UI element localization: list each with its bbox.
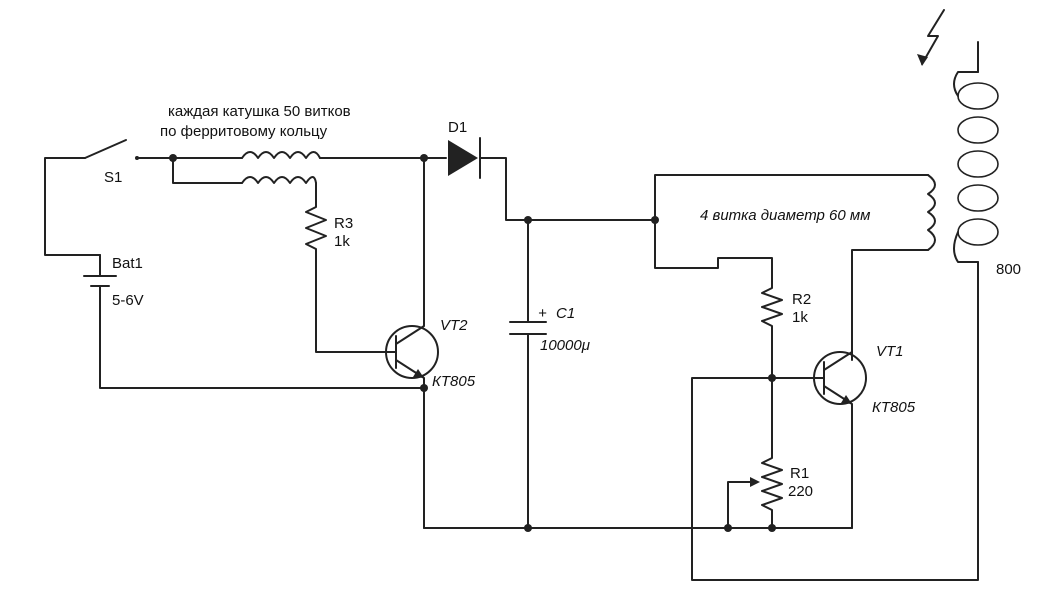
secondary-coil xyxy=(953,41,999,297)
supply-bus xyxy=(527,174,929,361)
resistor-r3 xyxy=(305,199,389,353)
capacitor-value-label: 10000μ xyxy=(540,337,590,354)
feedback-loop xyxy=(691,295,979,581)
vt1-type-label: КТ805 xyxy=(872,399,916,416)
r1-value-label: 220 xyxy=(788,483,813,500)
capacitor-c1 xyxy=(509,219,547,529)
capacitor-label: C1 xyxy=(556,305,575,322)
spark-icon xyxy=(917,9,945,66)
vt2-label: VT2 xyxy=(440,317,468,334)
coil-note-line2: по ферритовому кольцу xyxy=(160,123,328,140)
resistor-r2 xyxy=(761,281,783,379)
switch-s1 xyxy=(84,139,139,160)
vt2-type-label: КТ805 xyxy=(432,373,476,390)
diode-d1 xyxy=(423,137,529,221)
battery-voltage-label: 5-6V xyxy=(112,292,144,309)
primary-coil xyxy=(927,174,936,251)
battery-bat1 xyxy=(83,254,117,299)
ferrite-coil-upper xyxy=(241,151,425,159)
coil-note-line1: каждая катушка 50 витков xyxy=(168,103,351,120)
battery-loop-wires xyxy=(44,157,425,389)
r3-value-label: 1k xyxy=(334,233,350,250)
r1-label: R1 xyxy=(790,465,809,482)
potentiometer-r1 xyxy=(727,377,783,529)
switch-label: S1 xyxy=(104,169,122,186)
transistor-vt1 xyxy=(771,351,867,529)
secondary-turns-label: 800 xyxy=(996,261,1021,278)
r2-value-label: 1k xyxy=(792,309,808,326)
r2-label: R2 xyxy=(792,291,811,308)
r3-label: R3 xyxy=(334,215,353,232)
ferrite-coil-lower xyxy=(172,157,317,201)
diode-label: D1 xyxy=(448,119,467,136)
capacitor-plus-label: + xyxy=(538,305,547,322)
transistor-vt2 xyxy=(385,157,439,529)
battery-label: Bat1 xyxy=(112,255,143,272)
primary-coil-label: 4 витка диаметр 60 мм xyxy=(700,207,870,224)
junction-dots xyxy=(169,154,776,532)
vt1-label: VT1 xyxy=(876,343,904,360)
